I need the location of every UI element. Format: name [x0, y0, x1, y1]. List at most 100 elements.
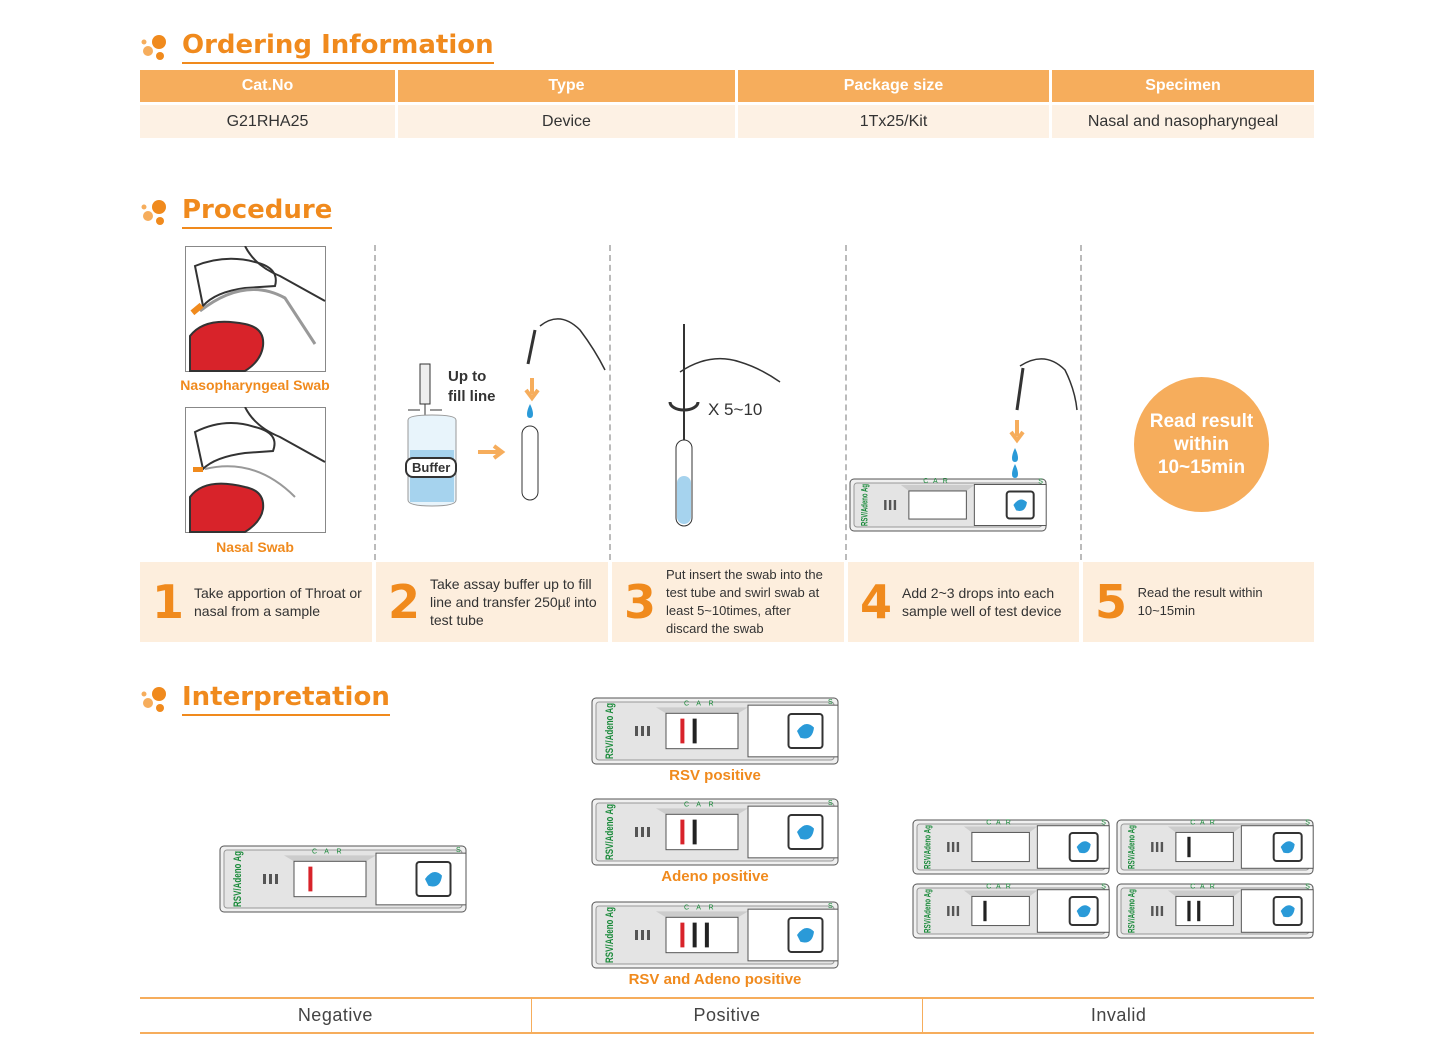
test-line	[1187, 836, 1191, 858]
cell-cat-no: G21RHA25	[140, 102, 398, 138]
table-row: G21RHA25 Device 1Tx25/Kit Nasal and naso…	[140, 102, 1314, 138]
nasal-swab-illustration	[185, 407, 326, 533]
step-4: 4 Add 2~3 drops into each sample well of…	[848, 562, 1079, 642]
sample-mark: S	[1038, 478, 1043, 485]
window-mark: C	[684, 700, 689, 707]
window-mark: C	[1190, 819, 1195, 826]
window-mark: C	[1190, 883, 1195, 890]
sample-mark: S	[1305, 820, 1310, 827]
window-mark: R	[1006, 883, 1011, 890]
header-cat-no: Cat.No	[140, 70, 398, 102]
buffer-bottle-illustration	[407, 318, 606, 507]
test-line	[692, 922, 697, 948]
window-mark: C	[684, 801, 689, 808]
control-line	[308, 866, 313, 892]
procedure-section-title: Procedure	[140, 195, 333, 229]
step-2: 2 Take assay buffer up to fill line and …	[376, 562, 608, 642]
step-text: Put insert the swab into the test tube a…	[666, 567, 823, 636]
window-mark: A	[996, 883, 1001, 890]
swirl-count-label: X 5~10	[708, 400, 763, 419]
window-mark: A	[696, 904, 701, 911]
window-mark: R	[1006, 819, 1011, 826]
nasopharyngeal-label: Nasopharyngeal Swab	[180, 377, 330, 393]
interpretation-title: Interpretation	[182, 682, 390, 716]
nasopharyngeal-swab-illustration	[185, 246, 326, 372]
test-line	[1197, 900, 1201, 922]
sample-mark: S	[828, 903, 833, 910]
nasal-label: Nasal Swab	[216, 539, 294, 555]
step-number: 2	[388, 575, 421, 629]
window-mark: R	[708, 700, 713, 707]
divider	[374, 245, 376, 560]
sample-mark: S	[1101, 820, 1106, 827]
step-text: Take apportion of Throat or nasal from a…	[194, 585, 362, 619]
molecule-icon	[141, 200, 166, 225]
ordering-table: Cat.No Type Package size Specimen G21RHA…	[140, 70, 1314, 138]
ordering-header-row: Cat.No Type Package size Specimen	[140, 70, 1314, 102]
window-mark: A	[696, 801, 701, 808]
molecule-icon	[141, 687, 166, 712]
rsv-positive-label: RSV positive	[669, 767, 761, 784]
procedure-title: Procedure	[182, 195, 333, 229]
read-line-2: within	[1174, 434, 1229, 455]
procedure-figures	[140, 245, 1314, 560]
window-mark: A	[696, 700, 701, 707]
category-positive: Positive	[532, 999, 924, 1032]
step-text: Read the result within 10~15min	[1137, 585, 1263, 618]
step-number: 5	[1095, 575, 1128, 629]
step-number: 3	[624, 575, 657, 629]
window-mark: R	[336, 848, 341, 855]
divider	[609, 245, 611, 560]
header-type: Type	[398, 70, 738, 102]
window-mark: C	[986, 883, 991, 890]
device-name-text: RSV/Adeno Ag	[922, 889, 932, 933]
rsv-adeno-positive-label: RSV and Adeno positive	[628, 971, 802, 988]
divider	[845, 245, 847, 560]
step-5: 5 Read the result within 10~15min	[1083, 562, 1314, 642]
device-name-text: RSV/Adeno Ag	[859, 484, 869, 526]
device-name-text: RSV/Adeno Ag	[1126, 889, 1136, 933]
sample-mark: S	[456, 847, 461, 854]
window-mark: C	[684, 904, 689, 911]
step-1: 1 Take apportion of Throat or nasal from…	[140, 562, 372, 642]
device-name-text: RSV/Adeno Ag	[1126, 825, 1136, 869]
step-number: 4	[860, 575, 893, 629]
cell-type: Device	[398, 102, 738, 138]
molecule-icon	[141, 35, 166, 60]
sample-mark: S	[828, 800, 833, 807]
up-to-line-1: Up to	[448, 368, 487, 385]
header-specimen: Specimen	[1052, 70, 1314, 102]
step-text: Take assay buffer up to fill line and tr…	[430, 576, 597, 628]
device-name-text: RSV/Adeno Ag	[232, 851, 244, 907]
control-line	[680, 819, 685, 845]
window-mark: R	[943, 478, 948, 485]
window-mark: A	[324, 848, 329, 855]
window-mark: A	[996, 819, 1001, 826]
read-result-circle: Read result within 10~15min	[1134, 377, 1269, 512]
device-name-text: RSV/Adeno Ag	[604, 907, 616, 963]
control-line	[680, 718, 685, 744]
buffer-label: Buffer	[405, 457, 458, 478]
test-line	[692, 718, 697, 744]
adeno-positive-label: Adeno positive	[661, 868, 769, 885]
up-to-fill-line-label: Up to fill line	[448, 367, 496, 407]
step-number: 1	[152, 575, 185, 629]
window-mark: A	[1200, 883, 1205, 890]
ordering-section-title: Ordering Information	[140, 30, 494, 64]
read-line-3: 10~15min	[1157, 457, 1246, 478]
window-mark: C	[923, 478, 928, 485]
up-to-line-2: fill line	[448, 388, 496, 405]
window-mark: R	[1210, 819, 1215, 826]
sample-mark: S	[1101, 884, 1106, 891]
test-line	[1187, 900, 1191, 922]
ordering-title: Ordering Information	[182, 30, 494, 64]
test-line	[704, 922, 709, 948]
divider	[1080, 245, 1082, 560]
